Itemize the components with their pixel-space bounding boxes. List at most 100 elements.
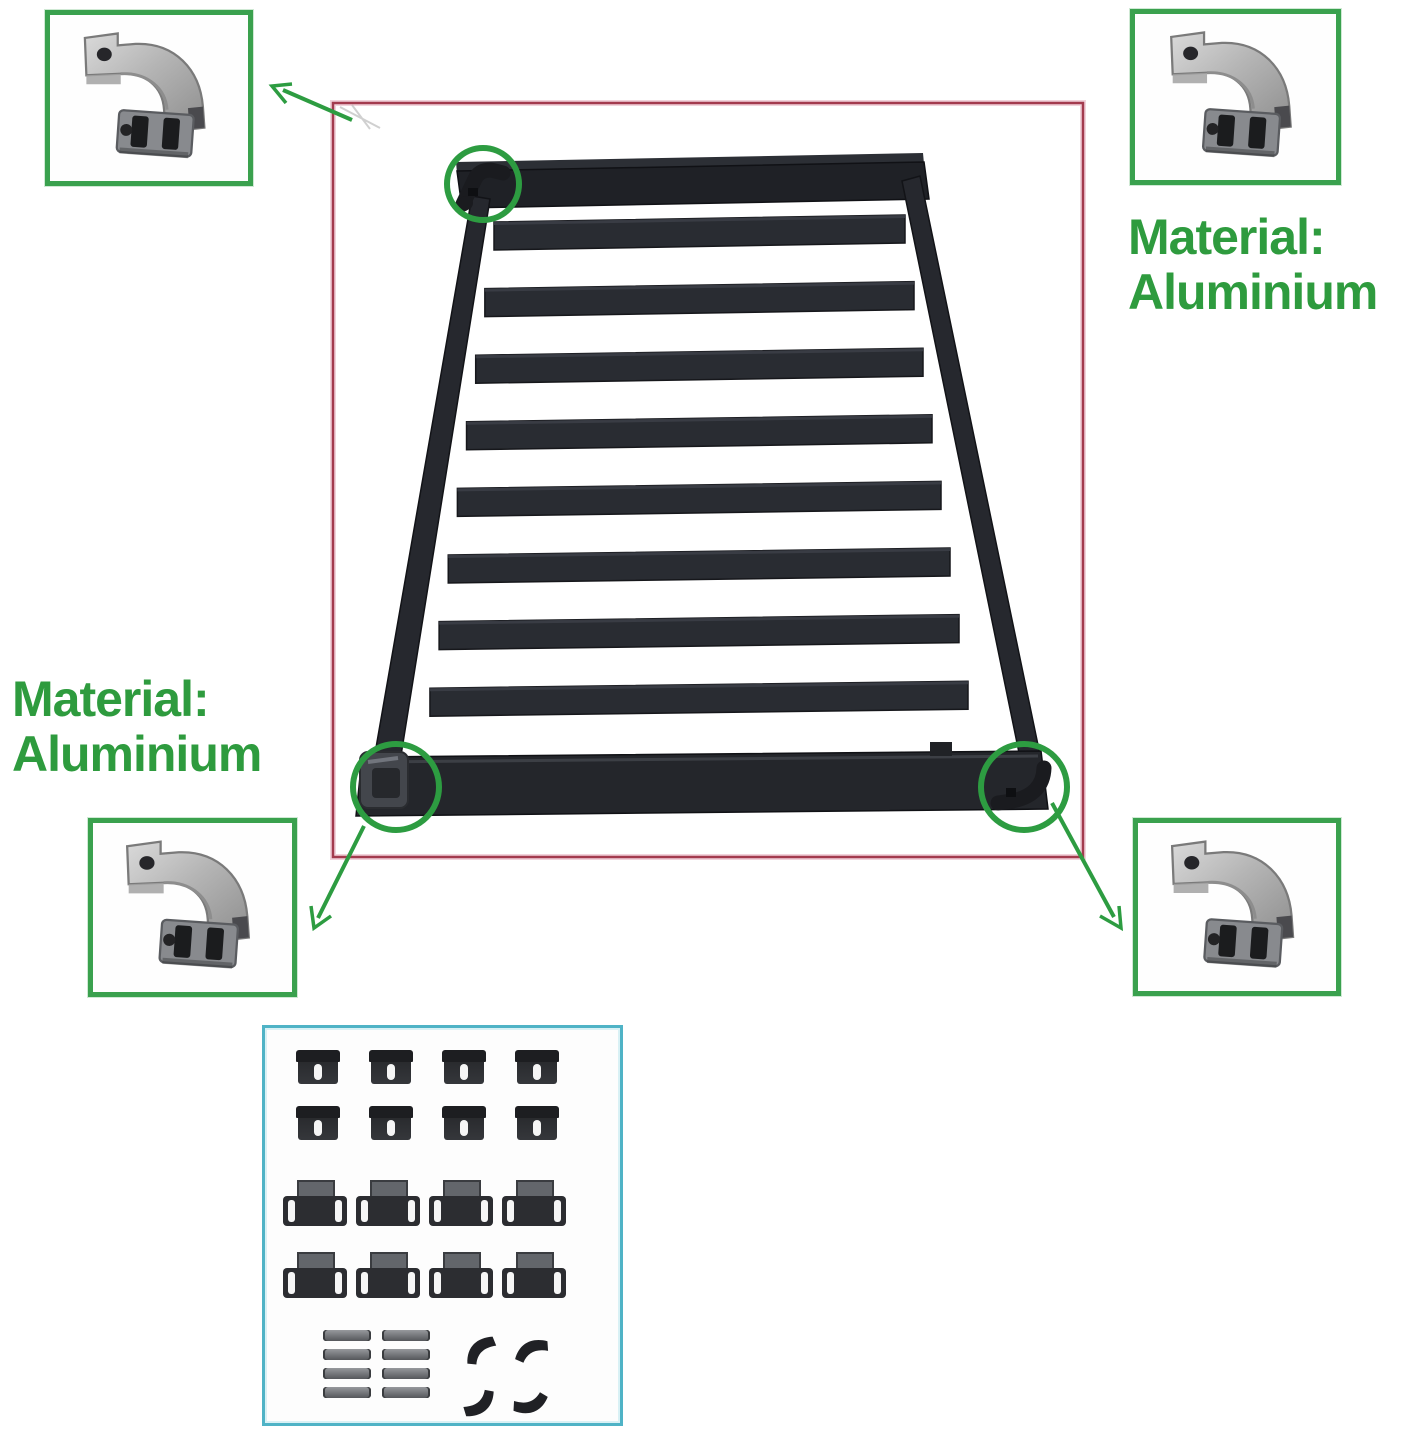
hardware-kit-box [262,1025,623,1426]
corner-connector-top-left [455,162,511,212]
parts-row [265,1180,620,1226]
bracket-base [356,1196,420,1226]
bracket-slot [288,1200,295,1222]
mounting-bracket [283,1252,347,1298]
rod-column [382,1330,430,1422]
mounting-bracket [502,1180,566,1226]
bracket-base [502,1268,566,1298]
parts-row [265,1106,620,1140]
fastener-rod [382,1330,430,1341]
mounting-bracket [502,1252,566,1298]
material-label-line2: Aluminium [12,726,262,782]
bracket-slot [288,1272,295,1294]
mounting-clip [515,1106,559,1140]
rack-slat [438,613,960,651]
parts-row [265,1252,620,1298]
bracket-base [283,1268,347,1298]
rack-slat-edge [448,548,950,558]
corner-bracket-photo-icon [83,32,206,161]
bracket-base [502,1196,566,1226]
rack-slat [429,680,969,717]
corner-connector-bottom-right [990,760,1052,811]
parts-row [265,1050,620,1084]
green-arrow-icon [309,825,366,932]
bracket-slot [554,1272,561,1294]
rack-slat-edge [475,348,923,359]
rack-top-rail-lip [456,153,924,173]
rack-slats [429,214,969,717]
rack-rail-clip-nub [930,742,952,756]
bracket-thumb-top-right [1130,9,1341,185]
fastener-rod [382,1368,430,1379]
corner-wedge-icon [515,1340,549,1363]
corner-wedge-icon [513,1392,548,1414]
rack-slat-edge [466,414,932,425]
mounting-clip [369,1106,413,1140]
rack-bottom-rail-highlight [367,754,1039,764]
material-label-line1: Material: [12,671,210,727]
corner-wedge-piece [513,1332,549,1370]
fastener-rod [382,1349,430,1360]
mounting-bracket [429,1252,493,1298]
corner-wedge-piece [513,1384,549,1422]
bracket-slot [361,1200,368,1222]
material-label-line1: Material: [1128,209,1326,265]
pencil-scratch [339,104,381,130]
corner-wedge-icon [463,1389,494,1417]
bracket-base [283,1196,347,1226]
corner-bracket-photo-icon [1169,31,1293,160]
bracket-thumb-bottom-left [88,818,297,997]
bracket-slot [335,1272,342,1294]
parts-row [265,1330,620,1422]
rack-slat-edge [494,215,905,225]
rack-slat-edge [457,481,941,492]
mounting-bracket [356,1180,420,1226]
bracket-slot [408,1272,415,1294]
fastener-rod [323,1368,371,1379]
fastener-rod [323,1349,371,1360]
corner-wedge-piece [462,1332,498,1370]
fastener-rod [382,1387,430,1398]
corner-bracket-photo-icon [125,840,251,971]
bracket-base [429,1196,493,1226]
fastener-rod [323,1387,371,1398]
mounting-bracket [356,1252,420,1298]
bracket-slot [408,1200,415,1222]
rack-slat [447,547,951,584]
bracket-slot [361,1272,368,1294]
mounting-clip [296,1050,340,1084]
green-circle-icon [350,741,442,833]
green-arrow-icon [268,82,353,122]
mounting-clip [515,1050,559,1084]
material-label-top-right: Material: Aluminium [1128,209,1378,320]
corner-wedge-grid [462,1332,549,1422]
bracket-thumb-bottom-right [1133,818,1341,996]
bracket-slot [554,1200,561,1222]
corner-wedge-piece [462,1384,498,1422]
rack-slat [493,214,906,251]
bracket-slot [507,1272,514,1294]
roof-rack-photo [355,153,1052,817]
bracket-base [429,1268,493,1298]
corner-connector-bottom-left [359,751,409,809]
rack-slat-edge [484,281,914,292]
mounting-clip [442,1050,486,1084]
green-circle-icon [444,145,522,223]
corner-wedge-icon [467,1336,497,1365]
rod-columns [323,1330,430,1422]
rack-bottom-rail [355,750,1049,817]
bracket-slot [335,1200,342,1222]
bracket-slot [481,1200,488,1222]
mounting-clip [296,1106,340,1140]
bracket-slot [434,1200,441,1222]
corner-bracket-photo-icon [1170,840,1295,970]
bracket-slot [481,1272,488,1294]
mounting-clip [442,1106,486,1140]
green-circle-icon [978,741,1070,833]
bracket-slot [434,1272,441,1294]
mounting-clip [369,1050,413,1084]
rack-slat-edge [439,614,960,625]
bracket-slot [507,1200,514,1222]
